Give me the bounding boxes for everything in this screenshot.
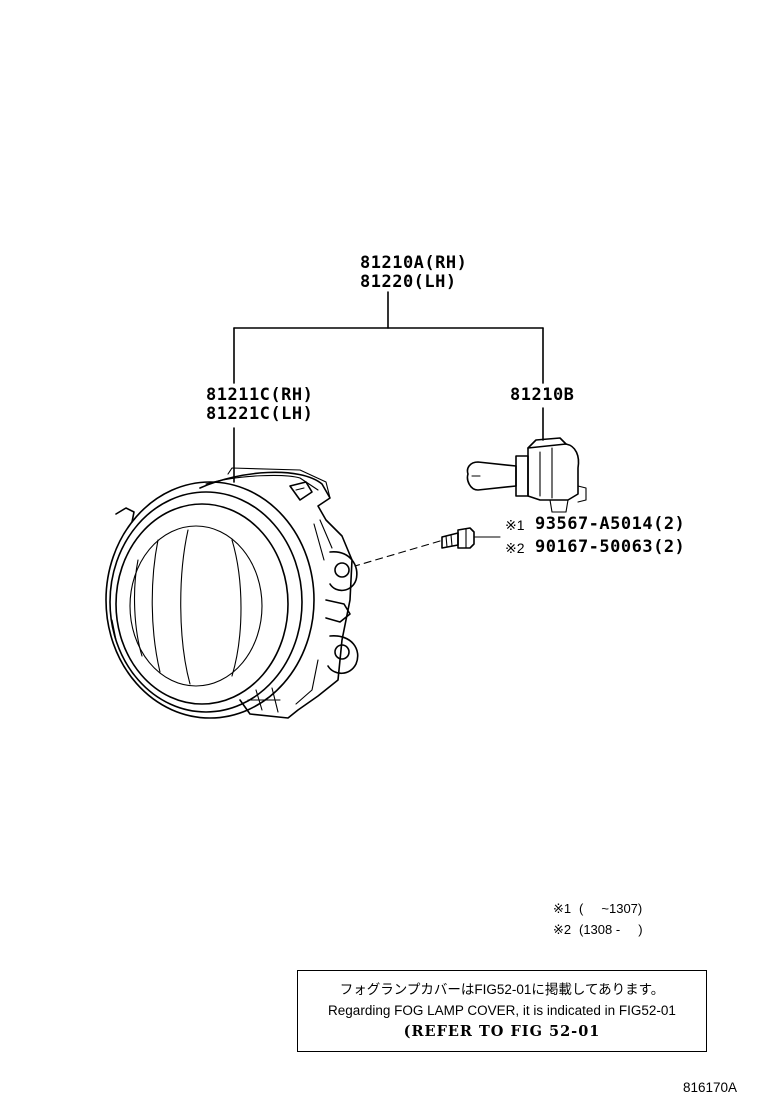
screw-part-2: 90167-50063(2) bbox=[535, 537, 686, 557]
bulb-drawing bbox=[466, 437, 587, 513]
footnote-mark-1: ※1 bbox=[553, 901, 572, 916]
figure-id: 816170A bbox=[683, 1080, 738, 1095]
screw-mark-2: ※2 bbox=[505, 540, 525, 556]
screw-drawing bbox=[441, 527, 475, 549]
reference-note-box: フォグランプカバーはFIG52-01に掲載してあります。 Regarding F… bbox=[297, 970, 707, 1052]
note-english: Regarding FOG LAMP COVER, it is indicate… bbox=[328, 1003, 676, 1018]
unit-part-rh[interactable]: 81211C(RH) bbox=[206, 385, 314, 405]
footnote-range-2: (1308 - ) bbox=[579, 922, 643, 937]
assembly-part-rh[interactable]: 81210A(RH) bbox=[360, 253, 468, 273]
assembly-part-lh[interactable]: 81220(LH) bbox=[360, 272, 457, 292]
footnote-range-1: ( ~1307) bbox=[579, 901, 643, 916]
unit-part-lh[interactable]: 81221C(LH) bbox=[206, 404, 314, 424]
note-refer-link[interactable]: (REFER TO FIG 52-01 bbox=[403, 1023, 601, 1040]
fog-lamp-unit-drawing bbox=[105, 467, 359, 719]
bracket-lines bbox=[233, 291, 544, 567]
screw-part-1: 93567-A5014(2) bbox=[535, 514, 686, 534]
bulb-part[interactable]: 81210B bbox=[510, 385, 575, 405]
screw-mark-1: ※1 bbox=[505, 517, 525, 533]
footnote-mark-2: ※2 bbox=[553, 922, 572, 937]
note-japanese: フォグランプカバーはFIG52-01に掲載してあります。 bbox=[339, 982, 665, 997]
